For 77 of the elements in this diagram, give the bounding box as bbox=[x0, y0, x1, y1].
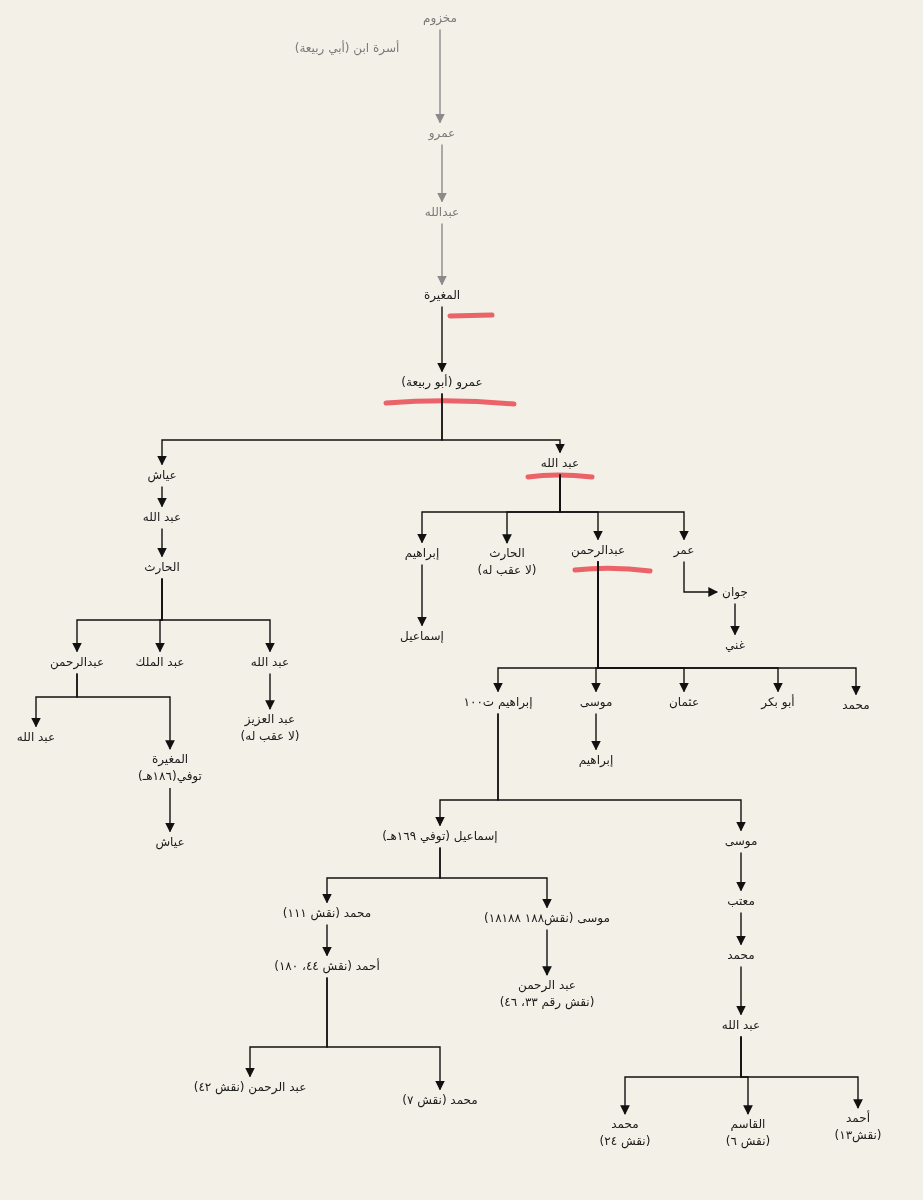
name-text: موسى (نقش١٨٨ ١٨١٨٨) bbox=[484, 909, 610, 927]
name-text: عثمان bbox=[668, 693, 700, 711]
name-text: عبد الملك bbox=[135, 653, 185, 671]
name-text: عبد الرحمن bbox=[518, 977, 576, 994]
arrow bbox=[497, 712, 746, 832]
arrow bbox=[265, 672, 275, 710]
name-text: موسى bbox=[579, 693, 613, 711]
name-text: أحمد (نقش ٤٤، ١٨٠) bbox=[274, 957, 380, 975]
family-heading: أسرة ابن (أبي ربيعة) bbox=[294, 39, 400, 57]
name-text: محمد (نقش ١١١) bbox=[282, 904, 372, 922]
name-text: عبد الله bbox=[540, 454, 580, 472]
name-text: عمرو (أبو ربيعة) bbox=[401, 373, 483, 391]
name-text: إسماعيل (توفي ١٦٩هـ) bbox=[382, 827, 498, 845]
name-text: عمر bbox=[673, 541, 695, 559]
name-text: معتب bbox=[727, 892, 755, 910]
name-text: محمد bbox=[611, 1116, 639, 1133]
name-text: عبدالرحمن bbox=[570, 541, 626, 559]
name-text: أحمد bbox=[846, 1110, 870, 1127]
name-text: عمرو bbox=[428, 124, 456, 142]
arrow bbox=[542, 928, 552, 976]
arrow bbox=[736, 851, 746, 892]
name-text: توفي(١٨٦هـ) bbox=[138, 768, 202, 785]
name-text: عبد الله bbox=[721, 1016, 761, 1034]
arrow bbox=[559, 473, 689, 541]
name-text: عبد الله bbox=[250, 653, 290, 671]
arrow bbox=[439, 846, 552, 909]
name-text: موسى bbox=[724, 832, 758, 850]
name-text: عبدالله bbox=[424, 203, 460, 221]
name-text: محمد bbox=[727, 946, 755, 964]
name-text: المغيرة bbox=[423, 286, 461, 304]
name-text: مخزوم bbox=[423, 9, 457, 27]
name-text: (نقش ٦) bbox=[725, 1133, 771, 1150]
name-text: إبراهيم bbox=[578, 751, 614, 769]
arrow bbox=[441, 392, 565, 454]
arrow bbox=[683, 560, 719, 597]
name-text: عياش bbox=[155, 833, 185, 851]
name-text: عياش bbox=[147, 466, 177, 484]
name-text: إبراهيم bbox=[404, 544, 440, 562]
name-text: القاسم bbox=[730, 1116, 766, 1133]
arrow bbox=[157, 485, 167, 508]
name-text: محمد bbox=[842, 696, 870, 714]
arrow bbox=[161, 577, 275, 653]
name-text: الحارث bbox=[489, 545, 525, 562]
name-text: أبو بكر bbox=[761, 693, 795, 711]
arrow bbox=[417, 563, 427, 627]
name-text: المغيرة bbox=[151, 751, 189, 768]
name-text: عبد الله bbox=[16, 728, 56, 746]
name-text: عبدالرحمن bbox=[49, 653, 105, 671]
arrow bbox=[165, 787, 175, 833]
name-text: عبد الرحمن (نقش ٤٢) bbox=[193, 1078, 307, 1096]
arrow bbox=[322, 923, 332, 957]
name-text: عبد الله bbox=[142, 508, 182, 526]
name-text: محمد (نقش ٧) bbox=[402, 1091, 478, 1109]
name-text: الحارث bbox=[144, 558, 180, 576]
arrow bbox=[437, 143, 447, 203]
arrow bbox=[437, 222, 447, 286]
arrow bbox=[76, 672, 175, 750]
arrow bbox=[157, 527, 167, 558]
arrow bbox=[591, 712, 601, 751]
arrow bbox=[730, 602, 740, 636]
arrow bbox=[740, 1035, 863, 1109]
arrow bbox=[736, 965, 746, 1016]
arrow bbox=[435, 28, 445, 124]
name-text: (لا عقب له) bbox=[477, 562, 537, 579]
name-text: غني bbox=[725, 636, 745, 654]
name-text: (لا عقب له) bbox=[240, 728, 300, 745]
name-text: إسماعيل bbox=[400, 627, 444, 645]
name-text: (نقش١٣) bbox=[834, 1127, 882, 1144]
arrow bbox=[597, 560, 861, 696]
name-text: (نقش رقم ٣٣، ٤٦) bbox=[499, 994, 595, 1011]
arrow bbox=[736, 911, 746, 946]
name-text: جوان bbox=[722, 583, 748, 601]
arrow bbox=[437, 305, 447, 373]
name-text: عبد العزيز bbox=[244, 711, 296, 728]
name-text: إبراهيم ت١٠٠ bbox=[463, 693, 533, 711]
arrow bbox=[326, 976, 445, 1091]
name-text: (نقش ٢٤) bbox=[599, 1133, 651, 1150]
